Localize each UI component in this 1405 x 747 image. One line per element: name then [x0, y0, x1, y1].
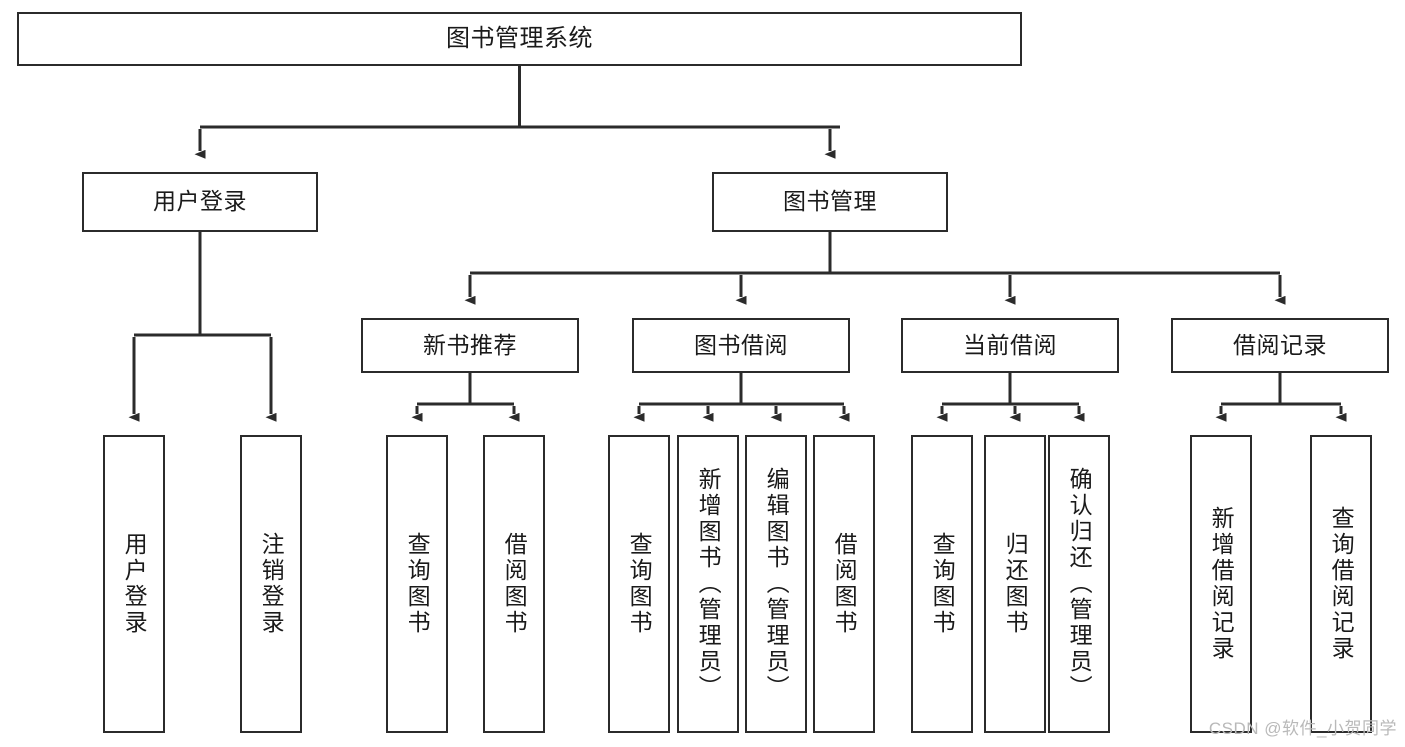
node-leaf-borrow-book-1[interactable]: 借阅图书	[483, 435, 545, 733]
node-leaf-query-book-3[interactable]: 查询图书	[911, 435, 973, 733]
node-root[interactable]: 图书管理系统	[17, 12, 1022, 66]
node-leaf-add-book-label: 新增图书（管理员）	[695, 467, 722, 701]
node-borrow-record[interactable]: 借阅记录	[1171, 318, 1389, 373]
node-current-borrow-label: 当前借阅	[963, 331, 1057, 358]
node-book-manage-label: 图书管理	[783, 188, 877, 215]
node-leaf-query-record-label: 查询借阅记录	[1328, 506, 1355, 662]
node-book-borrow[interactable]: 图书借阅	[632, 318, 850, 373]
node-leaf-query-record[interactable]: 查询借阅记录	[1310, 435, 1372, 733]
node-leaf-query-book-2-label: 查询图书	[626, 532, 653, 636]
node-new-book-rec-label: 新书推荐	[423, 331, 517, 358]
node-leaf-query-book-3-label: 查询图书	[929, 532, 956, 636]
node-leaf-edit-book-label: 编辑图书（管理员）	[763, 467, 790, 701]
node-leaf-add-record[interactable]: 新增借阅记录	[1190, 435, 1252, 733]
node-leaf-user-login[interactable]: 用户登录	[103, 435, 165, 733]
node-leaf-return-book-label: 归还图书	[1002, 532, 1029, 636]
node-leaf-logout[interactable]: 注销登录	[240, 435, 302, 733]
node-leaf-query-book-1[interactable]: 查询图书	[386, 435, 448, 733]
watermark: CSDN @软件_小贺同学	[1208, 719, 1397, 738]
node-new-book-rec[interactable]: 新书推荐	[361, 318, 579, 373]
node-leaf-query-book-1-label: 查询图书	[404, 532, 431, 636]
node-leaf-borrow-book-1-label: 借阅图书	[501, 532, 528, 636]
node-current-borrow[interactable]: 当前借阅	[901, 318, 1119, 373]
node-user-login[interactable]: 用户登录	[82, 172, 318, 232]
node-leaf-user-login-label: 用户登录	[121, 532, 148, 636]
node-leaf-borrow-book-2-label: 借阅图书	[831, 532, 858, 636]
node-leaf-query-book-2[interactable]: 查询图书	[608, 435, 670, 733]
node-leaf-confirm-return[interactable]: 确认归还（管理员）	[1048, 435, 1110, 733]
node-borrow-record-label: 借阅记录	[1233, 331, 1327, 358]
node-leaf-add-book[interactable]: 新增图书（管理员）	[677, 435, 739, 733]
node-leaf-confirm-return-label: 确认归还（管理员）	[1066, 467, 1093, 701]
node-leaf-return-book[interactable]: 归还图书	[984, 435, 1046, 733]
node-leaf-borrow-book-2[interactable]: 借阅图书	[813, 435, 875, 733]
node-root-label: 图书管理系统	[446, 24, 593, 52]
node-leaf-edit-book[interactable]: 编辑图书（管理员）	[745, 435, 807, 733]
node-book-borrow-label: 图书借阅	[694, 331, 788, 358]
node-book-manage[interactable]: 图书管理	[712, 172, 948, 232]
node-leaf-add-record-label: 新增借阅记录	[1208, 506, 1235, 662]
node-user-login-label: 用户登录	[153, 188, 247, 215]
node-leaf-logout-label: 注销登录	[258, 532, 285, 636]
